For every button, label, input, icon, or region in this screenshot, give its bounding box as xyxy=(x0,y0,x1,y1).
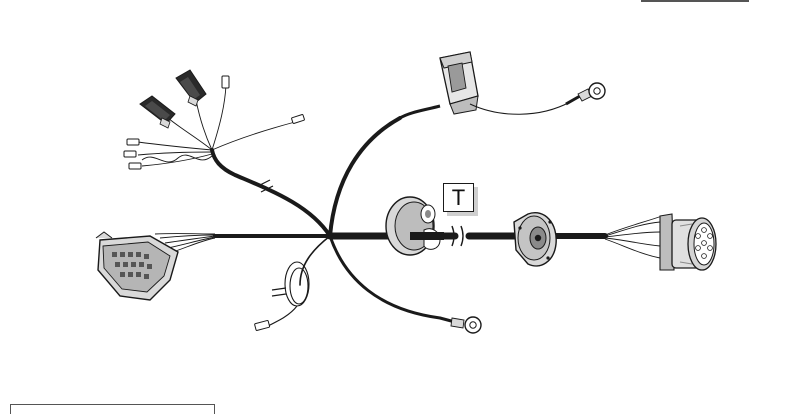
branch-break-marks xyxy=(257,179,287,297)
multi-pin-round-connector xyxy=(604,213,717,271)
ring-terminal xyxy=(439,316,482,334)
round-socket-connector xyxy=(385,196,444,256)
relay-block xyxy=(399,51,571,120)
upper-left-wire-bundle xyxy=(137,84,296,167)
ring-terminal xyxy=(565,82,606,106)
flange-socket-connector xyxy=(513,212,557,267)
flat-plug xyxy=(139,95,176,129)
lower-lead-loop xyxy=(267,261,310,327)
frame-edge-top xyxy=(641,0,749,2)
multi-pin-plug-connector xyxy=(95,231,216,301)
blade-terminal xyxy=(123,75,305,170)
callout-label: T xyxy=(443,183,474,212)
blade-terminal xyxy=(254,320,271,331)
frame-edge-bottom xyxy=(10,404,215,414)
branch-cables xyxy=(210,116,442,320)
cable-break-mark xyxy=(451,225,464,247)
flat-plug xyxy=(175,69,207,107)
